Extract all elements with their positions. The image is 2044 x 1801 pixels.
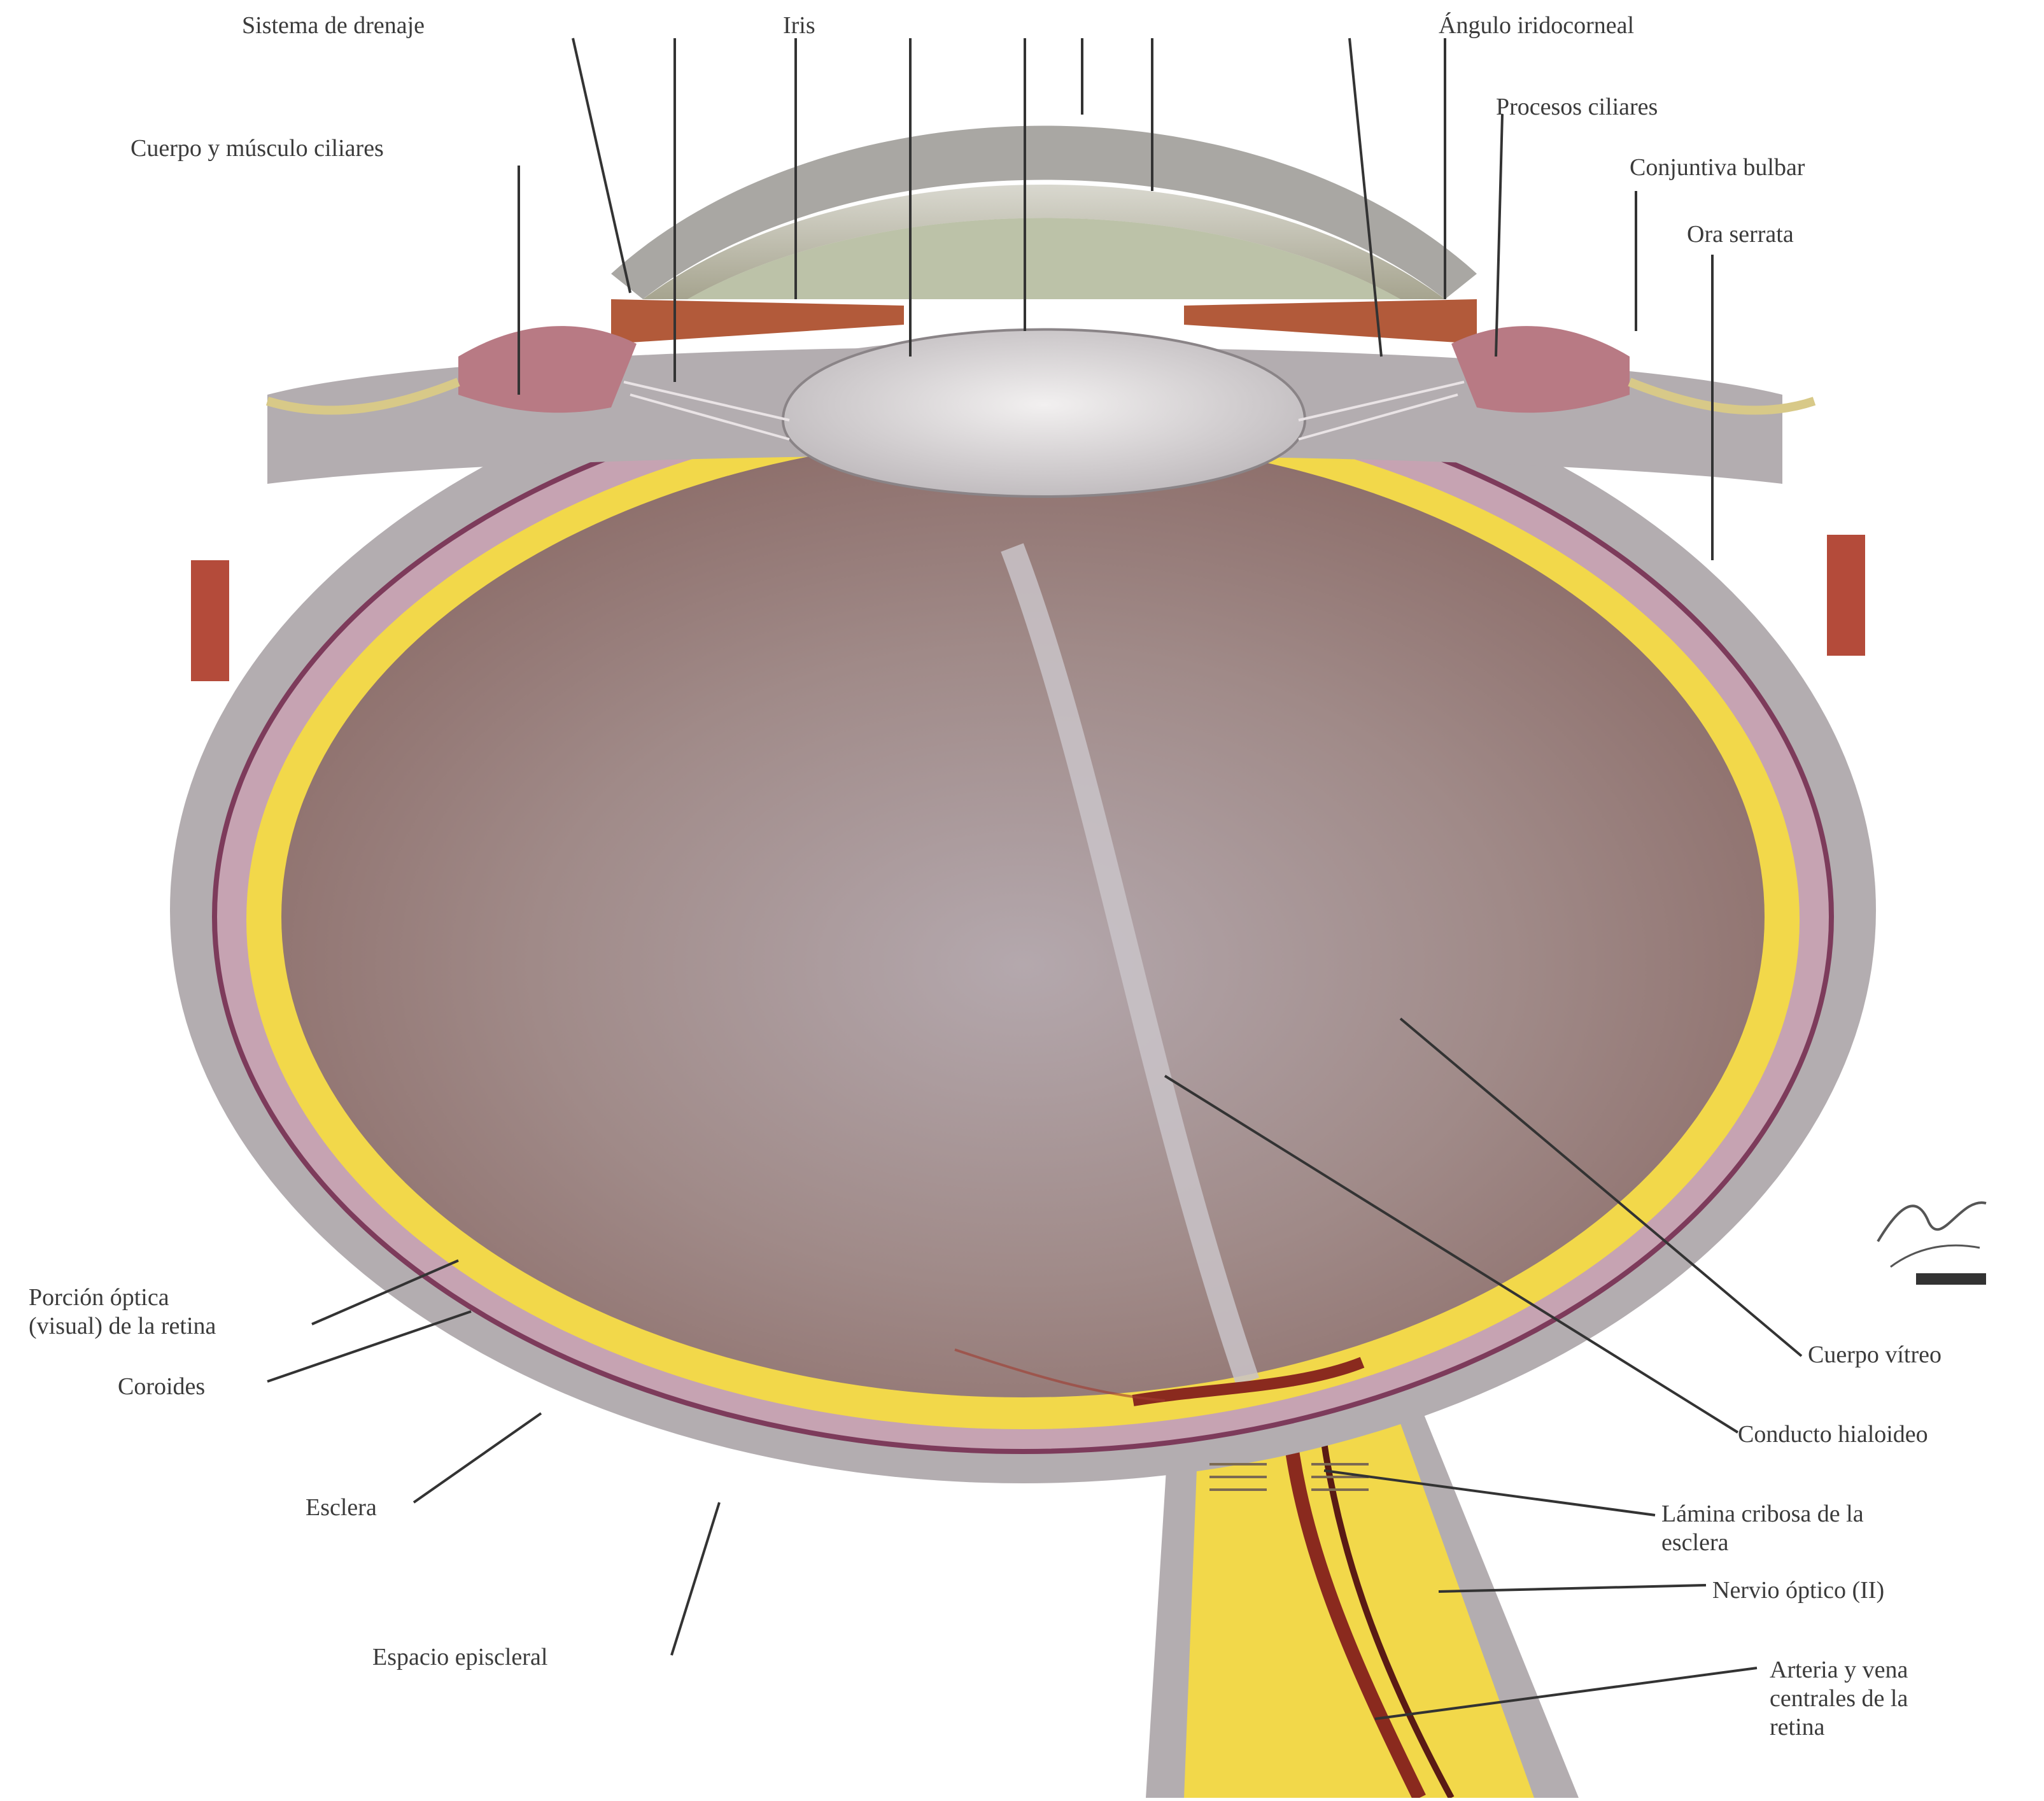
label-espacio-episcleral: Espacio episcleral [372, 1644, 547, 1670]
label-arteria-vena-line1: Arteria y vena [1770, 1656, 1908, 1683]
label-arteria-vena-line2: centrales de la [1770, 1685, 1908, 1712]
label-porcion-optica-line2: (visual) de la retina [29, 1313, 216, 1339]
iris [611, 299, 904, 344]
lens [783, 330, 1305, 497]
label-conjuntiva-bulbar: Conjuntiva bulbar [1630, 154, 1805, 181]
label-arteria-vena-line3: retina [1770, 1714, 1825, 1741]
ciliary-body [458, 326, 637, 413]
label-ora-serrata: Ora serrata [1687, 221, 1794, 248]
label-coroides: Coroides [118, 1373, 205, 1400]
label-cuerpo-vitreo: Cuerpo vítreo [1808, 1341, 1942, 1368]
label-top-center-partial: Iris [783, 12, 815, 39]
label-cuerpo-musculo-ciliares: Cuerpo y músculo ciliares [130, 135, 384, 162]
label-top-left-partial: Sistema de drenaje [242, 12, 425, 39]
artist-signature [1878, 1203, 1986, 1285]
label-porcion-optica-line1: Porción óptica [29, 1284, 169, 1311]
label-nervio-optico: Nervio óptico (II) [1712, 1577, 1884, 1604]
label-procesos-ciliares: Procesos ciliares [1496, 94, 1658, 120]
label-conducto-hialoideo: Conducto hialoideo [1738, 1421, 1928, 1448]
label-esclera: Esclera [306, 1494, 377, 1521]
label-lamina-cribosa-line2: esclera [1661, 1529, 1729, 1556]
label-lamina-cribosa-line1: Lámina cribosa de la [1661, 1501, 1864, 1527]
label-top-right-partial: Ángulo iridocorneal [1439, 12, 1634, 39]
